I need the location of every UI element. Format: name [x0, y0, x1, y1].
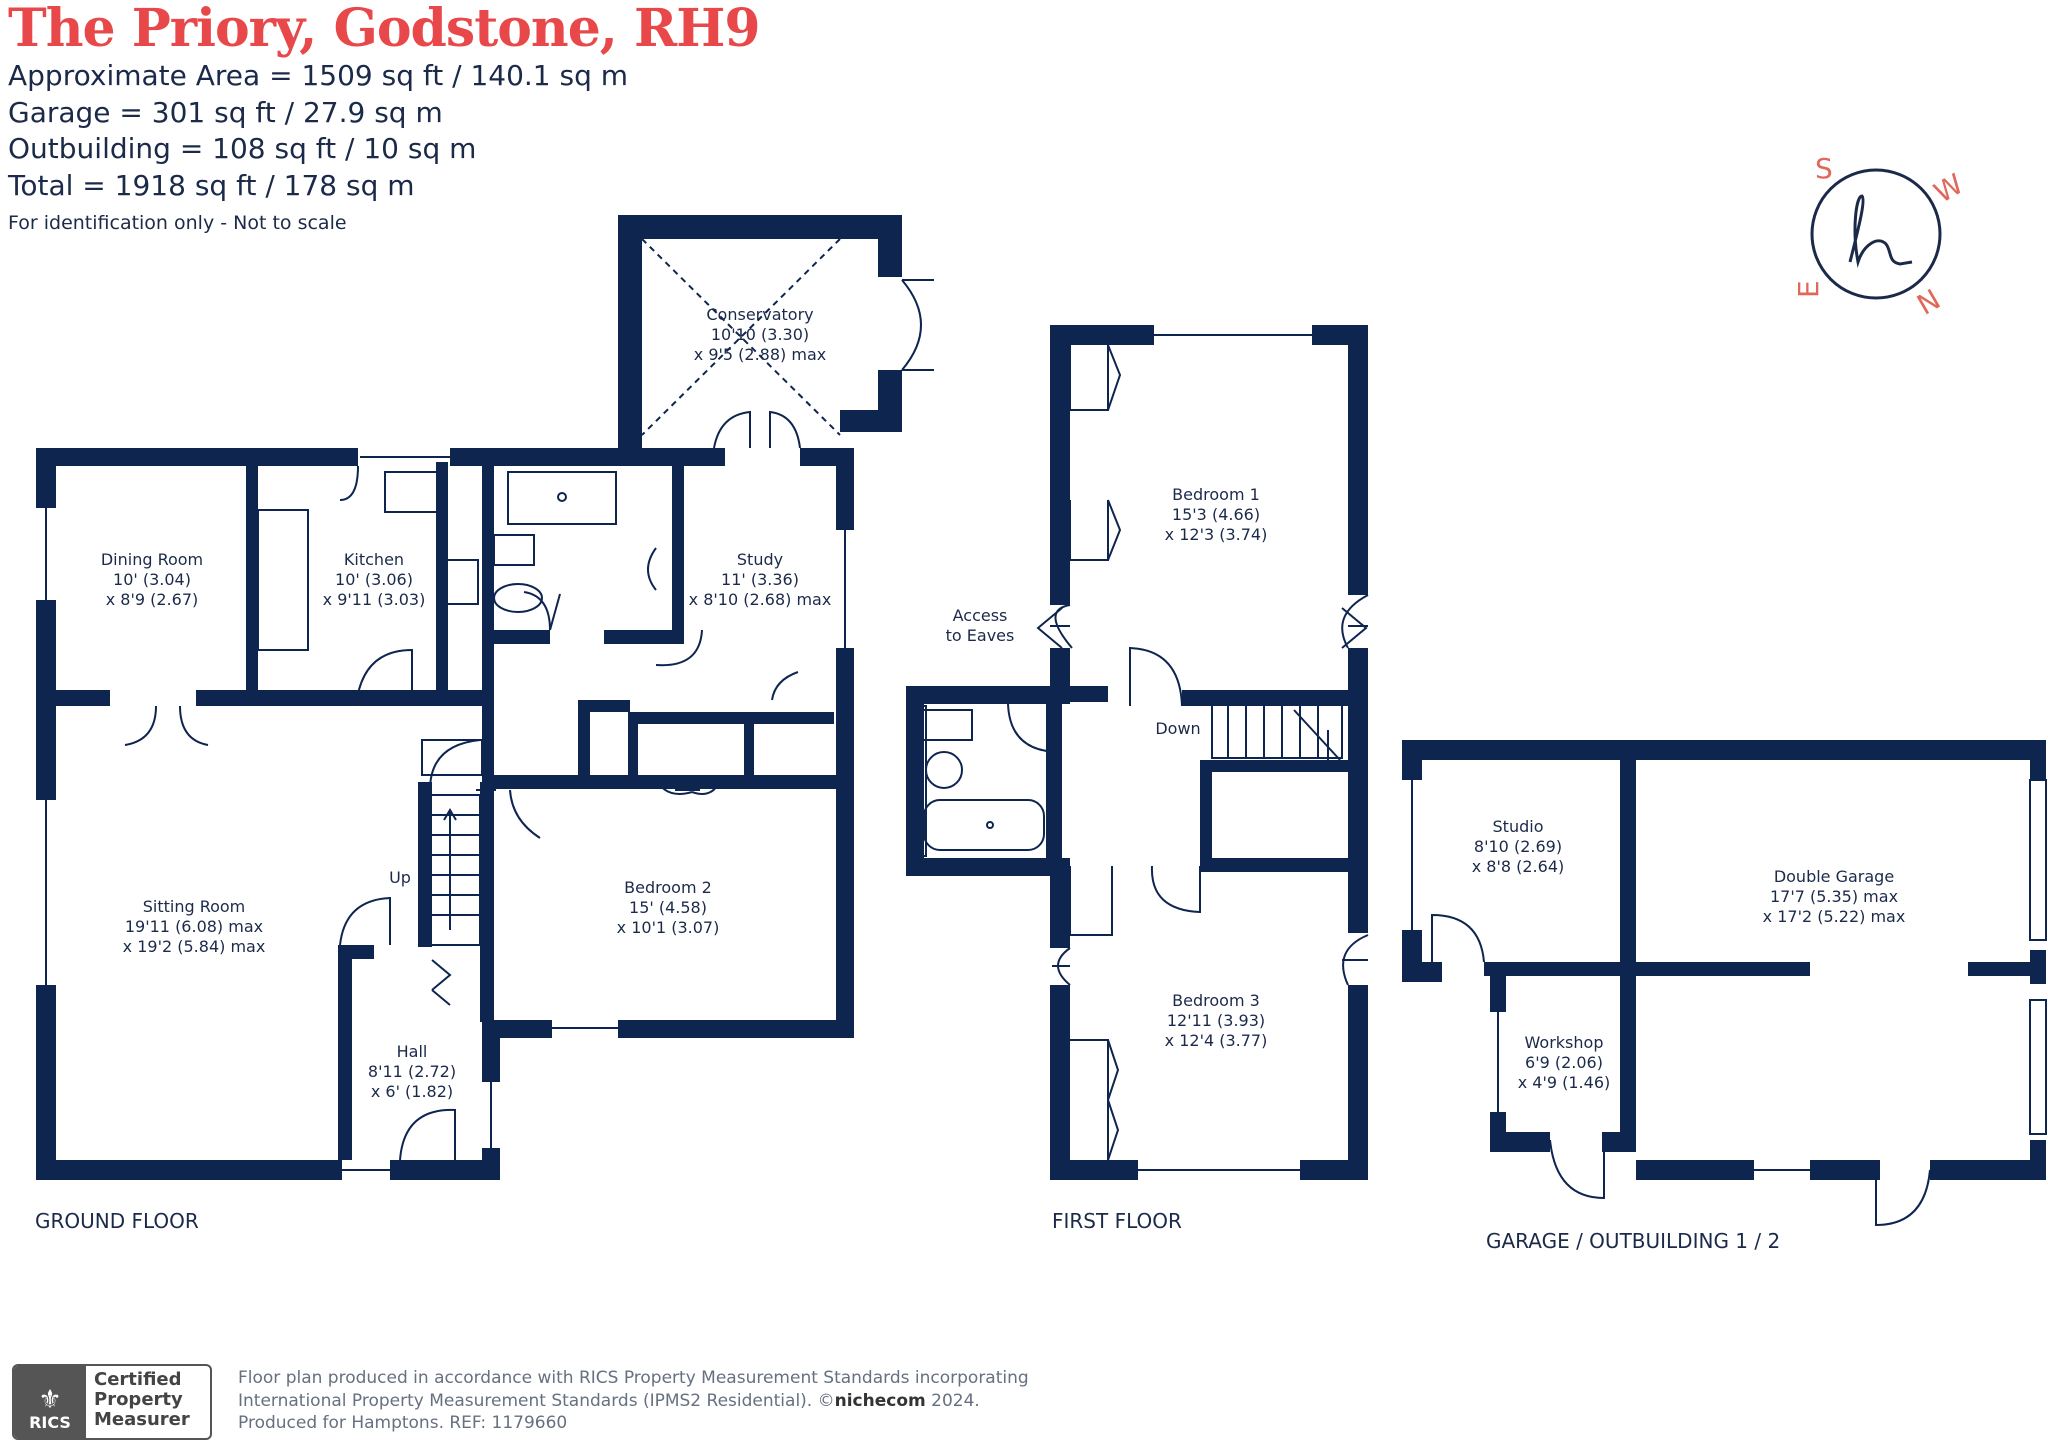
label-up: Up: [389, 868, 411, 887]
compass-icon: S W N E: [1792, 152, 1969, 322]
label-bedroom-3: Bedroom 3: [1172, 991, 1260, 1010]
svg-text:6'9 (2.06): 6'9 (2.06): [1525, 1053, 1603, 1072]
svg-text:15' (4.58): 15' (4.58): [629, 898, 707, 917]
label-kitchen: Kitchen: [344, 550, 404, 569]
label-studio: Studio: [1493, 817, 1544, 836]
nichecom-brand: nichecom: [834, 1390, 926, 1411]
svg-text:x 8'8 (2.64): x 8'8 (2.64): [1472, 857, 1565, 876]
svg-text:8'11 (2.72): 8'11 (2.72): [368, 1062, 456, 1081]
svg-text:x 12'4 (3.77): x 12'4 (3.77): [1165, 1031, 1268, 1050]
svg-text:10' (3.04): 10' (3.04): [113, 570, 191, 589]
rics-badge: ⚜ RICS Certified Property Measurer: [12, 1364, 212, 1440]
label-dining-room: Dining Room: [101, 550, 203, 569]
compass-e: E: [1792, 280, 1825, 298]
label-double-garage: Double Garage: [1774, 867, 1894, 886]
svg-text:15'3 (4.66): 15'3 (4.66): [1172, 505, 1260, 524]
label-access-eaves: Access: [953, 606, 1008, 625]
label-study: Study: [737, 550, 783, 569]
label-workshop: Workshop: [1525, 1033, 1604, 1052]
outbuilding-area: Outbuilding = 108 sq ft / 10 sq m: [8, 132, 477, 165]
label-hall: Hall: [397, 1042, 428, 1061]
svg-text:19'11 (6.08) max: 19'11 (6.08) max: [125, 917, 263, 936]
label-garage-outbuilding: GARAGE / OUTBUILDING 1 / 2: [1486, 1229, 1780, 1253]
total-area: Total = 1918 sq ft / 178 sq m: [8, 168, 415, 202]
compass-s: S: [1815, 152, 1833, 185]
ground-floor-details: [45, 227, 934, 1171]
label-bedroom-2: Bedroom 2: [624, 878, 712, 897]
label-down: Down: [1155, 719, 1200, 738]
compass-n: N: [1911, 283, 1946, 322]
svg-text:17'7 (5.35) max: 17'7 (5.35) max: [1770, 887, 1898, 906]
garage-area: Garage = 301 sq ft / 27.9 sq m: [8, 95, 443, 129]
garage-details: [1411, 779, 2047, 1227]
svg-text:x 4'9 (1.46): x 4'9 (1.46): [1518, 1073, 1611, 1092]
svg-text:12'11 (3.93): 12'11 (3.93): [1167, 1011, 1265, 1030]
label-ground-floor: GROUND FLOOR: [35, 1209, 199, 1233]
svg-text:x 9'11 (3.03): x 9'11 (3.03): [323, 590, 426, 609]
svg-text:10' (3.06): 10' (3.06): [335, 570, 413, 589]
svg-text:x 19'2 (5.84) max: x 19'2 (5.84) max: [123, 937, 266, 956]
approx-area: Approximate Area = 1509 sq ft / 140.1 sq…: [8, 59, 629, 92]
garage-plan: [1402, 740, 2046, 1180]
svg-text:10'10 (3.30): 10'10 (3.30): [711, 325, 809, 344]
room-labels: Conservatory 10'10 (3.30) x 9'5 (2.88) m…: [35, 305, 1905, 1253]
svg-text:11' (3.36): 11' (3.36): [721, 570, 799, 589]
label-sitting-room: Sitting Room: [143, 897, 246, 916]
compass-w: W: [1928, 167, 1968, 209]
header: The Priory, Godstone, RH9 Approximate Ar…: [8, 0, 761, 234]
svg-text:x 8'10 (2.68) max: x 8'10 (2.68) max: [689, 590, 832, 609]
svg-text:x 9'5 (2.88) max: x 9'5 (2.88) max: [694, 345, 826, 364]
rics-logo-icon: ⚜ RICS: [14, 1366, 86, 1438]
svg-text:x 12'3 (3.74): x 12'3 (3.74): [1165, 525, 1268, 544]
property-title: The Priory, Godstone, RH9: [8, 0, 761, 59]
label-conservatory: Conservatory: [706, 305, 813, 324]
svg-text:to Eaves: to Eaves: [946, 626, 1015, 645]
footer-notes: Floor plan produced in accordance with R…: [238, 1368, 1029, 1433]
scale-note: For identification only - Not to scale: [8, 212, 347, 234]
ground-floor-plan: [36, 215, 902, 1180]
first-floor-details: [915, 334, 1369, 1171]
svg-text:x 8'9 (2.67): x 8'9 (2.67): [106, 590, 199, 609]
svg-text:x 17'2 (5.22) max: x 17'2 (5.22) max: [1763, 907, 1906, 926]
svg-text:x 10'1 (3.07): x 10'1 (3.07): [617, 918, 720, 937]
svg-text:x 6' (1.82): x 6' (1.82): [371, 1082, 453, 1101]
label-first-floor: FIRST FLOOR: [1052, 1209, 1182, 1233]
first-floor-plan: [906, 325, 1368, 1180]
label-bedroom-1: Bedroom 1: [1172, 485, 1260, 504]
svg-text:8'10 (2.69): 8'10 (2.69): [1474, 837, 1562, 856]
